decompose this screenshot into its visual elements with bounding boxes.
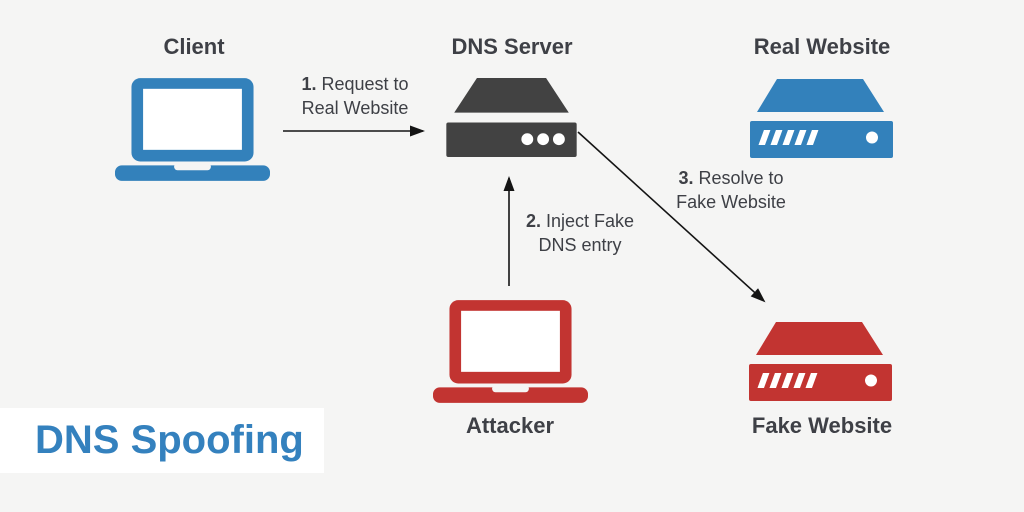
- step-3-annotation: 3. Resolve to Fake Website: [651, 166, 811, 214]
- step-3-line1: 3. Resolve to: [651, 166, 811, 190]
- client-laptop-icon: [115, 78, 270, 181]
- step-1-line1: 1. Request to: [275, 72, 435, 96]
- step-1-annotation: 1. Request to Real Website: [275, 72, 435, 120]
- step-2-line2: DNS entry: [538, 235, 622, 255]
- step-2-text: Inject Fake: [545, 211, 635, 231]
- attacker-laptop-icon: [433, 300, 588, 403]
- page-title: DNS Spoofing: [35, 418, 304, 462]
- dns-server-label: DNS Server: [451, 34, 573, 59]
- real-website-server-icon: [750, 79, 893, 158]
- fake-website-label: Fake Website: [751, 413, 893, 438]
- step-2-line1: 2. Inject Fake: [500, 209, 660, 233]
- step-1-number: 1.: [301, 74, 317, 94]
- client-label: Client: [163, 34, 225, 59]
- fake-website-server-icon: [749, 322, 892, 401]
- step-1-line2: Real Website: [301, 98, 409, 118]
- step-2-number: 2.: [525, 211, 541, 231]
- dns-server-icon: [446, 78, 577, 157]
- step-3-text: Resolve to: [698, 168, 784, 188]
- real-website-label: Real Website: [753, 34, 891, 59]
- attacker-label: Attacker: [465, 413, 555, 438]
- step-3-number: 3.: [678, 168, 694, 188]
- title-box: DNS Spoofing: [0, 408, 324, 473]
- step-2-annotation: 2. Inject Fake DNS entry: [500, 209, 660, 257]
- arrow-dns-to-fake: [577, 131, 766, 303]
- step-3-line2: Fake Website: [676, 192, 786, 212]
- step-1-text: Request to: [321, 74, 409, 94]
